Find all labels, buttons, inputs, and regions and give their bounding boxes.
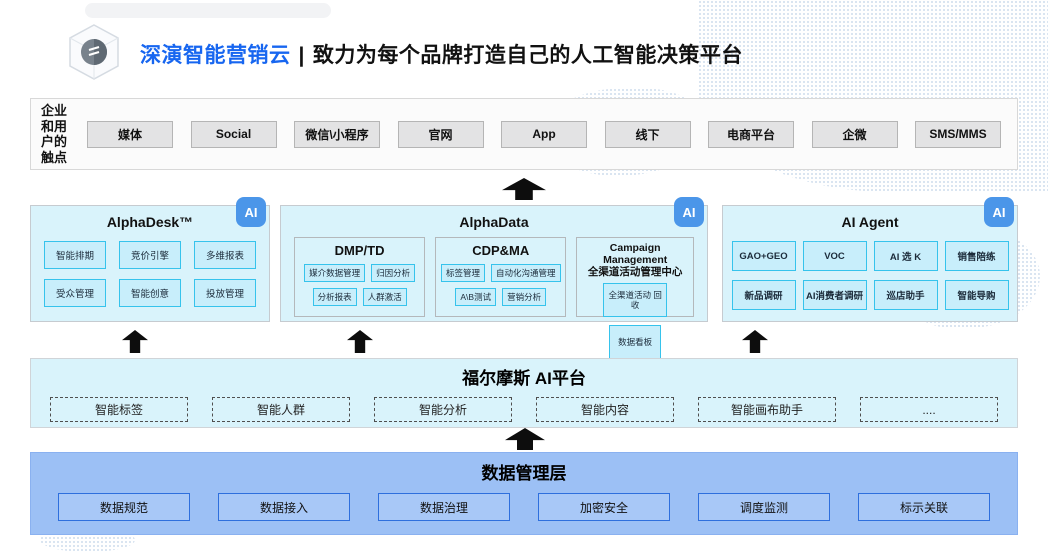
touchpoints-list: 媒体 Social 微信\小程序 官网 App 线下 电商平台 企微 SMS/M… bbox=[87, 99, 1001, 169]
data-management-items: 数据规范 数据接入 数据治理 加密安全 调度监测 标示关联 bbox=[31, 493, 1017, 521]
up-arrow-icon bbox=[122, 330, 148, 353]
group-items: 标签管理 自动化沟通管理 A\B测试 营销分析 bbox=[436, 264, 565, 306]
group-items: 媒介数据管理 归因分析 分析报表 人群激活 bbox=[295, 264, 424, 306]
ai-agent-items: GAO+GEO VOC AI 选 K 销售陪练 新品调研 AI消费者调研 巡店助… bbox=[723, 241, 1017, 310]
group-title: DMP/TD bbox=[334, 243, 385, 258]
decorative-bar bbox=[85, 3, 331, 18]
capability-box: 智能画布助手 bbox=[698, 397, 836, 422]
module-box: AI消费者调研 bbox=[802, 280, 867, 310]
capability-box: 智能人群 bbox=[212, 397, 350, 422]
alphadesk-title: AlphaDesk™ bbox=[106, 214, 194, 230]
dmp-td-group: DMP/TD 媒介数据管理 归因分析 分析报表 人群激活 bbox=[294, 237, 426, 317]
touchpoint-app: App bbox=[501, 120, 587, 148]
module-box: 归因分析 bbox=[371, 264, 416, 282]
data-box: 调度监测 bbox=[698, 493, 830, 521]
touchpoint-media: 媒体 bbox=[87, 120, 173, 148]
alphadata-panel: AI AlphaData DMP/TD 媒介数据管理 归因分析 分析报表 人群激… bbox=[280, 197, 708, 359]
module-box: 巡店助手 bbox=[873, 280, 938, 310]
up-arrow-icon bbox=[505, 428, 545, 450]
alphadata-title: AlphaData bbox=[459, 214, 529, 230]
module-box: 竞价引擎 bbox=[119, 241, 181, 269]
module-box: 媒介数据管理 bbox=[304, 264, 366, 282]
up-arrow-icon bbox=[347, 330, 373, 353]
module-box: 智能创意 bbox=[119, 279, 181, 307]
capability-box: 智能标签 bbox=[50, 397, 188, 422]
tagline: 致力为每个品牌打造自己的人工智能决策平台 bbox=[312, 44, 743, 67]
module-box: GAO+GEO bbox=[731, 241, 796, 271]
module-box: 新品调研 bbox=[731, 280, 796, 310]
alphadata-groups: DMP/TD 媒介数据管理 归因分析 分析报表 人群激活 CDP&MA 标签管理… bbox=[281, 237, 707, 359]
holmes-items: 智能标签 智能人群 智能分析 智能内容 智能画布助手 .... bbox=[31, 397, 1017, 422]
campaign-management-group: Campaign Management 全渠道活动管理中心 全渠道活动 回收 数… bbox=[576, 237, 695, 359]
module-box: 投放管理 bbox=[194, 279, 256, 307]
module-box: AI 选 K bbox=[873, 241, 938, 271]
module-box: 智能导购 bbox=[944, 280, 1009, 310]
alphadesk-items: 智能排期 竞价引擎 多维报表 受众管理 智能创意 投放管理 bbox=[31, 241, 269, 307]
module-box: 智能排期 bbox=[44, 241, 106, 269]
module-box: 营销分析 bbox=[502, 288, 547, 306]
module-box: 分析报表 bbox=[312, 288, 357, 306]
capability-box: .... bbox=[860, 397, 998, 422]
brand-name: 深演智能营销云 bbox=[140, 44, 291, 67]
touchpoints-label: 企业 和用 户的 触点 bbox=[41, 103, 77, 165]
touchpoint-wechat-miniprogram: 微信\小程序 bbox=[294, 120, 380, 148]
ai-agent-panel: AI AI Agent GAO+GEO VOC AI 选 K 销售陪练 新品调研… bbox=[722, 197, 1018, 322]
data-box: 数据治理 bbox=[378, 493, 510, 521]
holmes-title: 福尔摩斯 AI平台 bbox=[462, 369, 586, 388]
module-box: 受众管理 bbox=[44, 279, 106, 307]
alphadesk-panel: AI AlphaDesk™ 智能排期 竞价引擎 多维报表 受众管理 智能创意 投… bbox=[30, 197, 270, 322]
data-box: 加密安全 bbox=[538, 493, 670, 521]
touchpoint-ecommerce: 电商平台 bbox=[708, 120, 794, 148]
ai-agent-title: AI Agent bbox=[841, 214, 899, 230]
data-box: 数据接入 bbox=[218, 493, 350, 521]
touchpoints-label-line: 户的 bbox=[41, 134, 68, 149]
touchpoints-section: 企业 和用 户的 触点 媒体 Social 微信\小程序 官网 App 线下 电… bbox=[30, 98, 1018, 170]
touchpoint-website: 官网 bbox=[397, 120, 484, 148]
group-title: Campaign Management 全渠道活动管理中心 bbox=[587, 242, 683, 278]
holmes-ai-platform-section: 福尔摩斯 AI平台 智能标签 智能人群 智能分析 智能内容 智能画布助手 ...… bbox=[30, 358, 1018, 428]
data-management-title: 数据管理层 bbox=[481, 464, 567, 483]
touchpoints-label-line: 触点 bbox=[41, 149, 68, 165]
capability-box: 智能内容 bbox=[536, 397, 674, 422]
up-arrow-icon bbox=[502, 178, 546, 200]
module-box: 自动化沟通管理 bbox=[491, 264, 561, 282]
module-box: VOC bbox=[802, 241, 867, 271]
page-title: 深演智能营销云 | 致力为每个品牌打造自己的人工智能决策平台 bbox=[140, 39, 743, 69]
ai-badge: AI bbox=[984, 197, 1014, 227]
data-box: 数据规范 bbox=[58, 493, 190, 521]
module-box: 标签管理 bbox=[440, 264, 485, 282]
title-divider: | bbox=[298, 44, 305, 67]
module-box: 数据看板 bbox=[609, 325, 662, 359]
ai-badge: AI bbox=[674, 197, 704, 227]
brand-logo-icon bbox=[69, 24, 119, 80]
group-title: CDP&MA bbox=[472, 243, 530, 258]
module-box: 多维报表 bbox=[194, 241, 256, 269]
module-box: 人群激活 bbox=[362, 288, 407, 306]
module-box: A\B测试 bbox=[455, 288, 497, 306]
ai-badge: AI bbox=[236, 197, 266, 227]
data-management-section: 数据管理层 数据规范 数据接入 数据治理 加密安全 调度监测 标示关联 bbox=[30, 452, 1018, 535]
data-box: 标示关联 bbox=[858, 493, 990, 521]
touchpoint-wecom: 企微 bbox=[811, 120, 898, 148]
touchpoint-sms-mms: SMS/MMS bbox=[915, 120, 1001, 148]
module-box: 销售陪练 bbox=[944, 241, 1009, 271]
touchpoints-label-line: 企业 bbox=[41, 103, 68, 118]
touchpoint-offline: 线下 bbox=[604, 120, 691, 148]
group-items: 全渠道活动 回收 数据看板 bbox=[577, 283, 693, 359]
up-arrow-icon bbox=[742, 330, 768, 353]
module-box: 全渠道活动 回收 bbox=[603, 283, 668, 317]
capability-box: 智能分析 bbox=[374, 397, 512, 422]
cdp-ma-group: CDP&MA 标签管理 自动化沟通管理 A\B测试 营销分析 bbox=[435, 237, 567, 317]
touchpoints-label-line: 和用 bbox=[41, 118, 68, 134]
touchpoint-social: Social bbox=[190, 120, 277, 148]
